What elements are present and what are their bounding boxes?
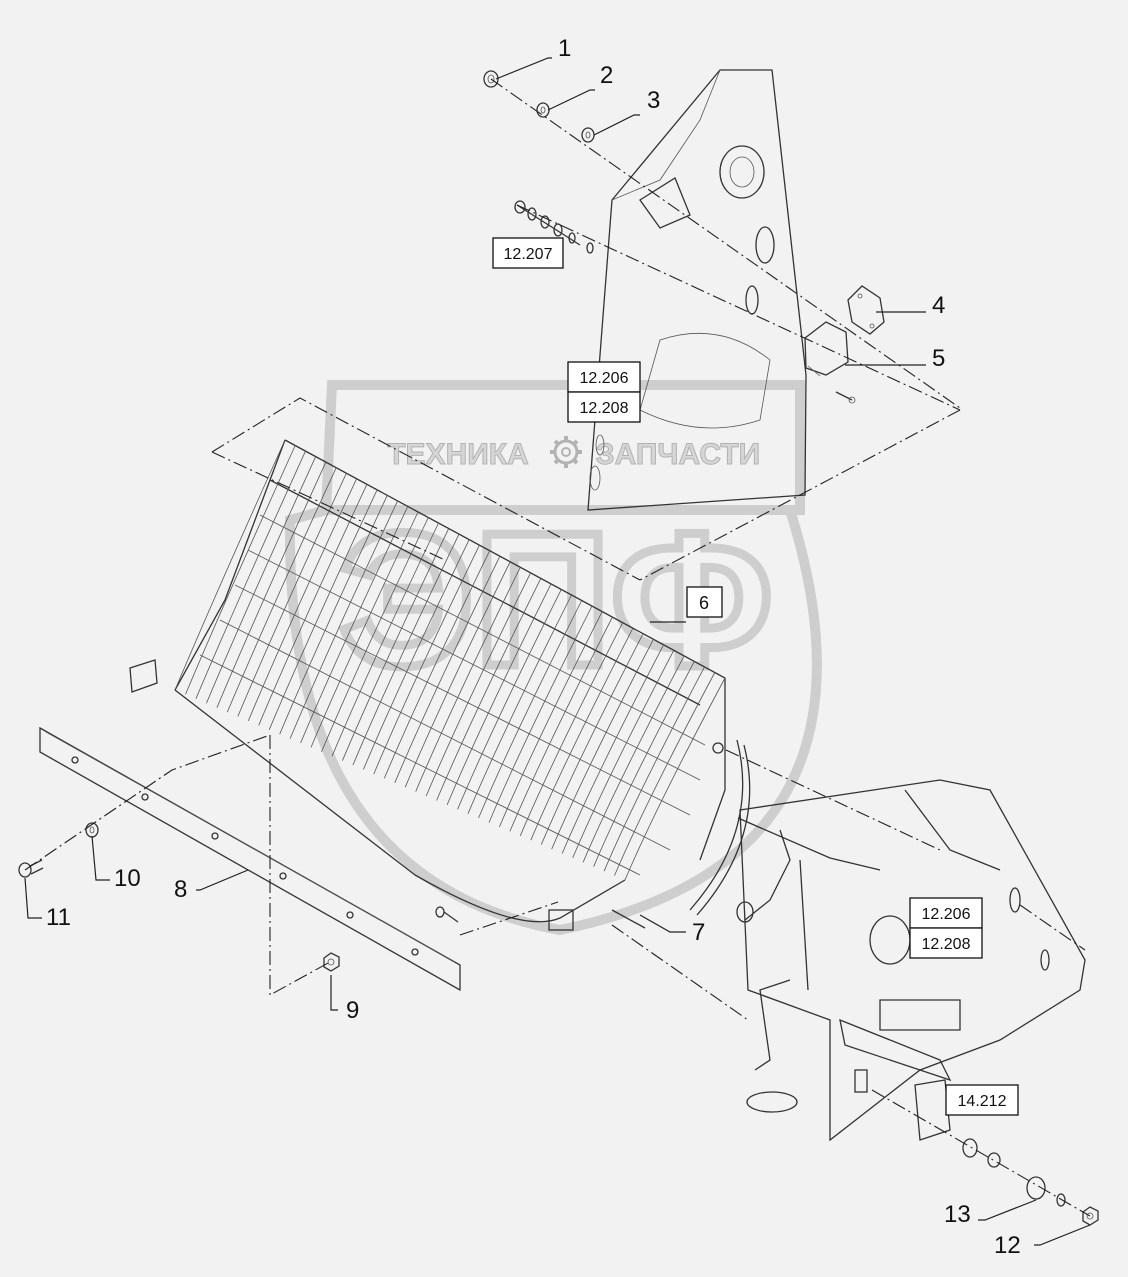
- disc-item-5: [804, 321, 856, 404]
- grate-bar: [300, 506, 409, 744]
- callout-6-box: 6: [686, 586, 723, 618]
- callout-1: 1: [558, 35, 571, 62]
- grate-bar: [226, 467, 337, 713]
- watermark-text-right: ЗАПЧАСТИ: [596, 438, 760, 471]
- grate-bar: [499, 611, 603, 828]
- callout-8: 8: [174, 876, 187, 903]
- callout-13: 13: [944, 1201, 971, 1228]
- nut-item-1: [483, 70, 499, 88]
- grate-bar: [268, 489, 378, 730]
- grate-bar: [404, 561, 511, 788]
- grate-bar: [488, 605, 593, 823]
- reference-12-206-upper: 12.206: [580, 370, 629, 387]
- grate-bar: [582, 655, 685, 863]
- concave-grate-item-6: [129, 439, 726, 931]
- grate-bar: [519, 622, 624, 836]
- grate-bar: [247, 478, 357, 722]
- grate-bar: [363, 539, 470, 770]
- grate-bar: [478, 600, 583, 819]
- grate-bar: [258, 484, 368, 726]
- grate-bar: [321, 517, 429, 753]
- leader-lines: [24, 57, 1091, 1246]
- reference-14-212: 14.212: [958, 1093, 1007, 1110]
- hardware-items-12-13: [962, 1138, 1099, 1226]
- washer-item-2: [536, 102, 550, 118]
- grate-bar: [206, 456, 317, 704]
- rod-item-7: [611, 739, 751, 929]
- grate-bar: [446, 583, 552, 806]
- grate-bar: [383, 550, 491, 779]
- callout-11: 11: [46, 904, 71, 931]
- grate-bar: [394, 556, 501, 783]
- lower-side-frame: [736, 779, 1086, 1142]
- grate-bar: [289, 500, 398, 739]
- grate-bar: [310, 511, 419, 748]
- grate-bar: [614, 672, 716, 876]
- washer-item-3: [581, 127, 595, 143]
- assembly-lines: [24, 78, 1091, 1217]
- grate-bar: [415, 567, 521, 792]
- grate-bar: [457, 589, 562, 810]
- callout-3: 3: [647, 87, 660, 114]
- callout-2: 2: [600, 62, 613, 89]
- grate-bar: [279, 495, 388, 735]
- grate-bar: [342, 528, 450, 761]
- grate-bar: [425, 572, 531, 797]
- grate-bar: [624, 677, 726, 881]
- grate-bars: [174, 439, 726, 881]
- reference-12-206-lower: 12.206: [922, 906, 971, 923]
- callout-6: 6: [699, 593, 709, 613]
- callout-10: 10: [114, 865, 141, 892]
- grate-bar: [593, 661, 695, 867]
- callout-12: 12: [994, 1232, 1021, 1259]
- reference-12-208-lower: 12.208: [922, 936, 971, 953]
- grate-bar: [530, 628, 634, 841]
- grate-bar: [572, 650, 675, 859]
- callout-4: 4: [932, 292, 945, 319]
- reference-12-208-upper: 12.208: [580, 400, 629, 417]
- bolt-item-11: [18, 859, 44, 878]
- callout-labels: 1 2 3 4 5 7 8 9 10 11 12 13: [46, 35, 1021, 1259]
- cover-plate-item-4: [847, 285, 885, 335]
- grate-bar: [603, 666, 705, 872]
- strip-item-8: [39, 726, 461, 992]
- grate-bar: [216, 461, 327, 708]
- gear-icon: [550, 436, 582, 468]
- reference-labels: 12.207 12.206 12.208 12.206 12.208 14.21…: [492, 237, 1019, 1116]
- callout-9: 9: [346, 997, 359, 1024]
- grate-bar: [373, 545, 480, 775]
- grate-bar: [237, 473, 347, 717]
- bolt-lower-grate: [435, 906, 459, 923]
- callout-5: 5: [932, 345, 945, 372]
- reference-12-207: 12.207: [504, 246, 553, 263]
- upper-side-plate: [587, 69, 807, 511]
- callout-7: 7: [692, 919, 705, 946]
- watermark-text-left: ТЕХНИКА: [387, 438, 529, 471]
- grate-bar: [352, 533, 460, 766]
- grate-bar: [185, 445, 296, 695]
- watermark-shield: [320, 380, 805, 515]
- grate-bar: [174, 439, 286, 691]
- grate-bar: [195, 450, 306, 699]
- grate-bar: [436, 578, 542, 801]
- grate-bar: [331, 522, 439, 757]
- grate-bar: [561, 644, 664, 854]
- nut-item-9: [323, 952, 340, 972]
- bolt-assembly-upper: [514, 200, 594, 254]
- grate-bar: [540, 633, 644, 845]
- grate-bar: [509, 616, 613, 832]
- grate-bar: [467, 594, 572, 814]
- grate-bar: [551, 639, 654, 850]
- washer-item-10: [85, 822, 99, 838]
